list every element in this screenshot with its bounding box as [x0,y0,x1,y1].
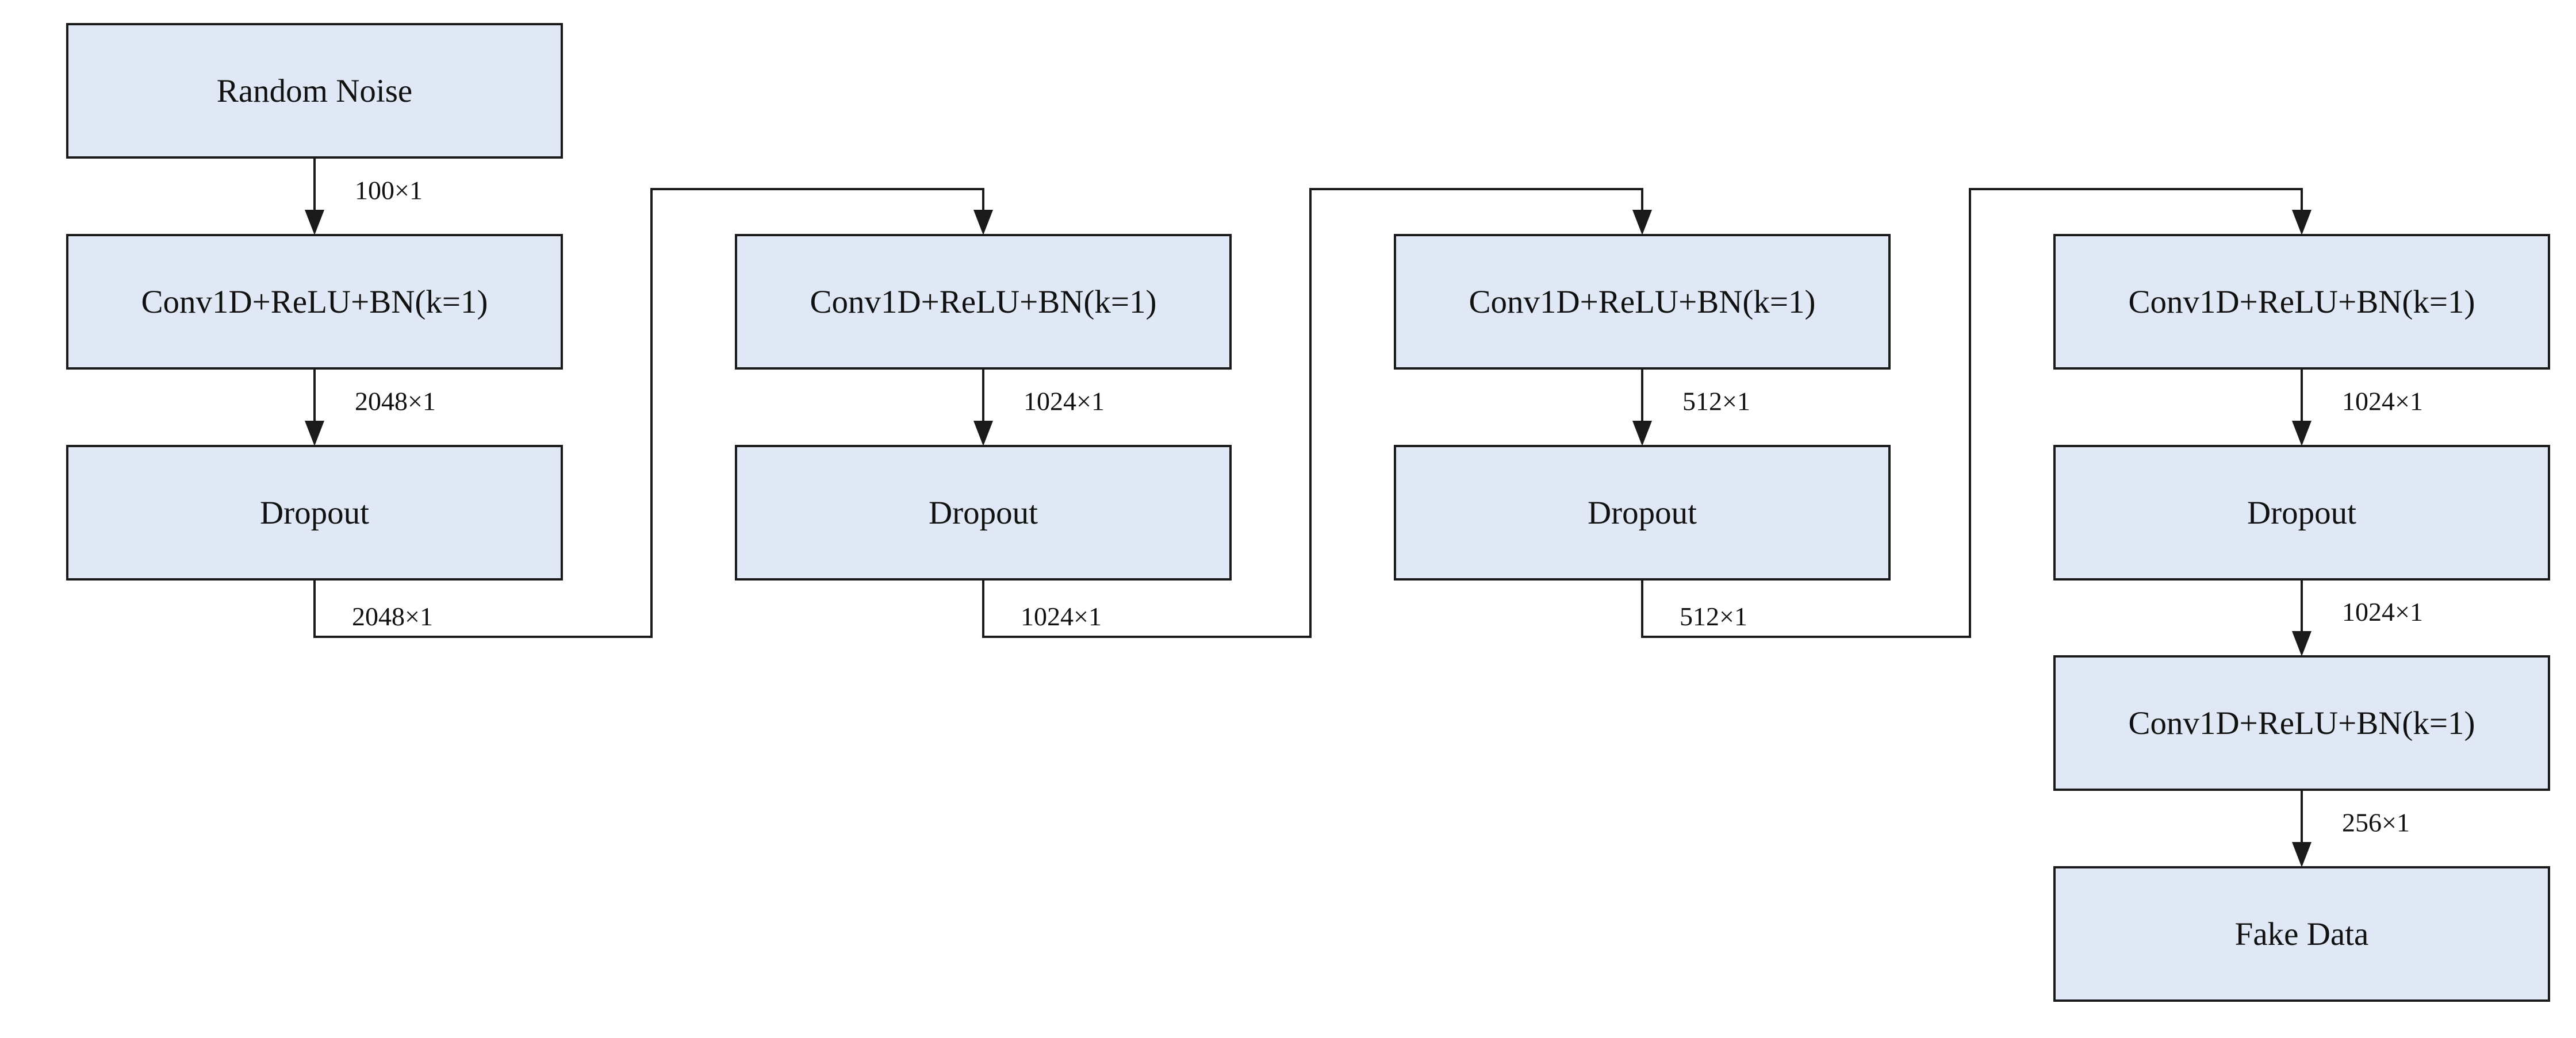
edge-conv-1-to-dropout-1 [305,368,324,446]
block-dropout-2: Dropout [735,445,1232,580]
edge-dimension-label: 512×1 [1682,387,1750,416]
block-label: Dropout [1588,495,1697,531]
block-box [2053,655,2550,791]
edge-conv-5-to-fake-data [2292,790,2312,867]
edge-line [982,188,1643,638]
edge-dropout-1-to-conv-2 [313,188,993,638]
edge-dimension-label: 1024×1 [2342,387,2423,416]
block-box [66,234,563,370]
edge-dropout-3-to-conv-4 [1641,188,2312,638]
block-dropout-3: Dropout [1394,445,1891,580]
edge-conv-3-to-dropout-3 [1632,368,1652,446]
block-box [1394,445,1891,580]
arrowhead [1632,210,1652,235]
edge-dropout-2-to-conv-3 [982,188,1652,638]
block-conv-2: Conv1D+ReLU+BN(k=1) [735,234,1232,370]
edge-line [313,188,984,638]
block-label: Random Noise [217,73,412,109]
block-label: Conv1D+ReLU+BN(k=1) [141,284,488,320]
edge-dimension-label: 1024×1 [1021,602,1102,631]
edge-dropout-4-to-conv-5 [2292,579,2312,656]
arrowhead [973,210,993,235]
block-box [2053,445,2550,580]
block-dropout-4: Dropout [2053,445,2550,580]
arrowhead [305,421,324,446]
block-label: Conv1D+ReLU+BN(k=1) [2128,705,2475,741]
arrowhead [1632,421,1652,446]
block-fake-data: Fake Data [2053,866,2550,1002]
block-label: Dropout [2247,495,2356,531]
block-label: Fake Data [2235,916,2369,952]
edge-dimension-label: 256×1 [2342,808,2410,837]
edge-dimension-label: 100×1 [355,176,423,205]
edge-dimension-label: 1024×1 [1023,387,1105,416]
block-label: Dropout [260,495,369,531]
arrowhead [973,421,993,446]
block-dropout-1: Dropout [66,445,563,580]
block-box [735,445,1232,580]
block-box [735,234,1232,370]
block-label: Conv1D+ReLU+BN(k=1) [2128,284,2475,320]
block-label: Conv1D+ReLU+BN(k=1) [810,284,1156,320]
arrowhead [2292,842,2312,867]
block-conv-5: Conv1D+ReLU+BN(k=1) [2053,655,2550,791]
edge-dimension-label: 2048×1 [352,602,433,631]
arrowhead [2292,421,2312,446]
block-box [2053,866,2550,1002]
block-label: Conv1D+ReLU+BN(k=1) [1469,284,1815,320]
block-conv-4: Conv1D+ReLU+BN(k=1) [2053,234,2550,370]
edge-line [1641,188,2303,638]
blocks-layer: Random NoiseConv1D+ReLU+BN(k=1)DropoutCo… [66,23,2550,1002]
block-conv-1: Conv1D+ReLU+BN(k=1) [66,234,563,370]
edges-layer [305,157,2312,867]
block-box [66,445,563,580]
block-box [66,23,563,159]
edge-dimension-label: 1024×1 [2342,597,2423,626]
block-label: Dropout [929,495,1038,531]
block-box [2053,234,2550,370]
labels-layer: 100×1 2048×1 2048×1 1024×1 1024×1 512×1 512×1 1… [352,176,2423,837]
block-box [1394,234,1891,370]
block-conv-3: Conv1D+ReLU+BN(k=1) [1394,234,1891,370]
arrowhead [2292,210,2312,235]
block-random-noise: Random Noise [66,23,563,159]
edge-random-noise-to-conv-1 [305,157,324,235]
edge-dimension-label: 512×1 [1680,602,1747,631]
arrowhead [2292,631,2312,656]
edge-conv-2-to-dropout-2 [973,368,993,446]
edge-dimension-label: 2048×1 [355,387,436,416]
arrowhead [305,210,324,235]
edge-conv-4-to-dropout-4 [2292,368,2312,446]
